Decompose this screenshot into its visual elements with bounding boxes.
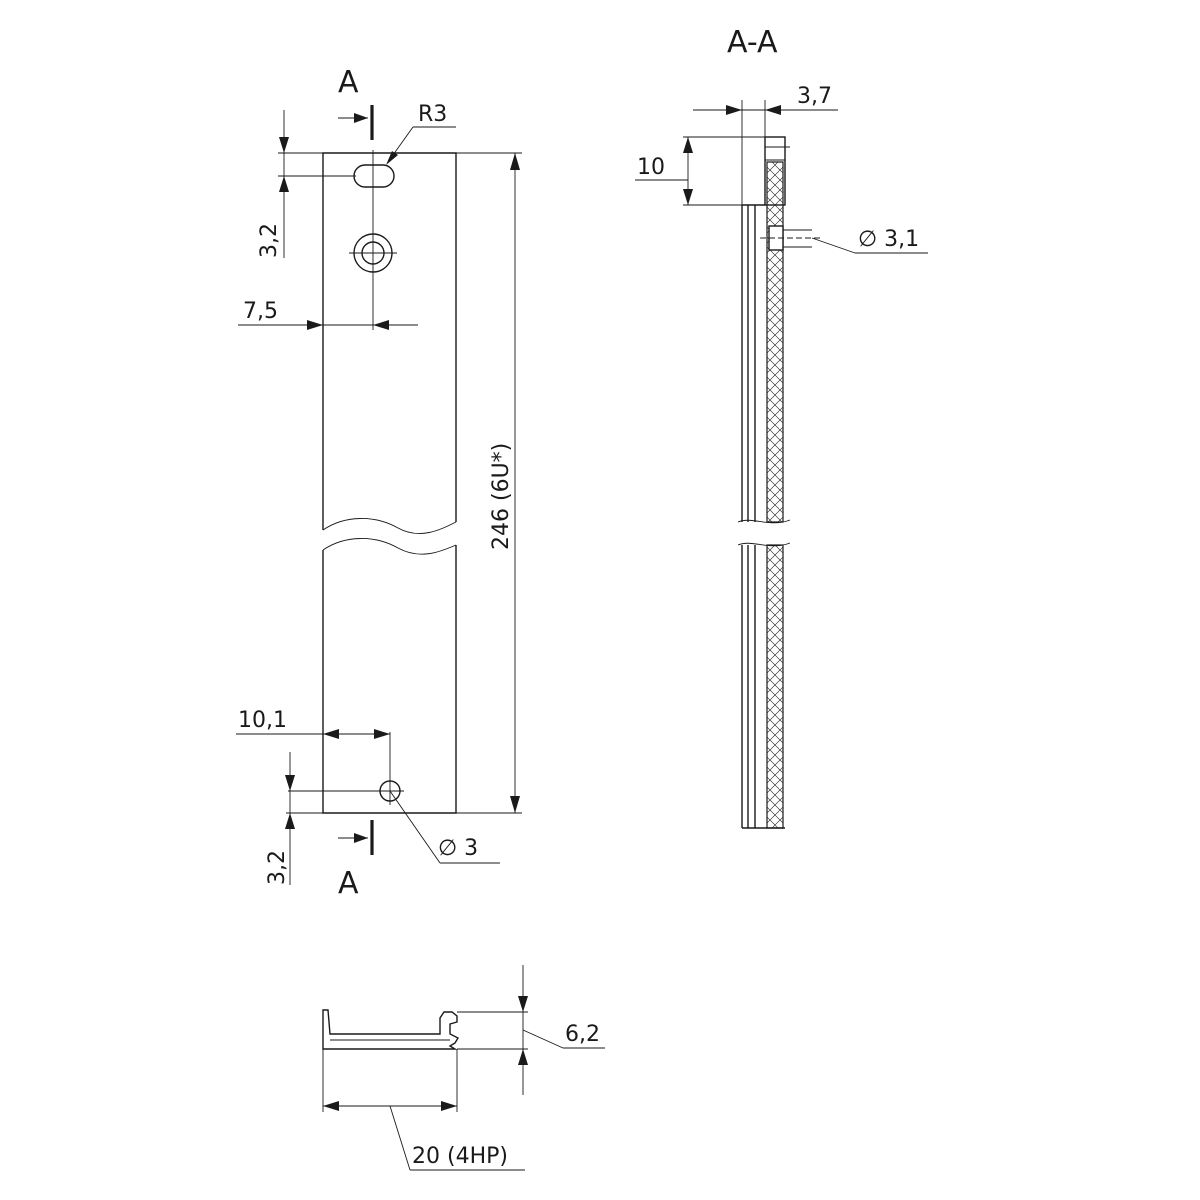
dim-slot-radius: R3	[418, 102, 447, 127]
section-letter-bottom: A	[338, 866, 359, 901]
dim-top-offset: 3,2	[257, 223, 282, 258]
section-head	[764, 136, 786, 206]
dim-top-step: 10	[637, 155, 665, 180]
front-view: A A R3 3,2 7,5 246 (6U*) 10,1	[236, 65, 522, 901]
dim-bottom-offset: 3,2	[265, 850, 290, 885]
section-view: A-A 3,7	[635, 25, 928, 829]
mounting-slot	[353, 164, 395, 188]
section-title: A-A	[727, 25, 778, 60]
profile-outline	[322, 1009, 459, 1050]
dim-screw-dia: ∅ 3,1	[858, 227, 919, 252]
section-letter-top: A	[338, 65, 359, 100]
panel-outline-lower	[322, 545, 457, 814]
dim-bottom-hole-x: 10,1	[238, 708, 287, 733]
dim-hole-x: 7,5	[243, 299, 278, 324]
dim-height: 246 (6U*)	[489, 443, 514, 550]
dim-depth: 6,2	[565, 1022, 600, 1047]
dim-thickness: 3,7	[797, 84, 832, 109]
panel-break-line-upper	[322, 518, 457, 535]
section-hatch-upper	[766, 161, 784, 523]
bottom-view: 6,2 20 (4HP)	[322, 965, 605, 1171]
dim-width: 20 (4HP)	[412, 1144, 508, 1169]
section-hatch-lower	[766, 544, 784, 829]
panel-outline-upper	[322, 152, 457, 530]
panel-break-line-lower	[322, 538, 457, 555]
dim-bottom-hole-dia: ∅ 3	[438, 836, 478, 861]
